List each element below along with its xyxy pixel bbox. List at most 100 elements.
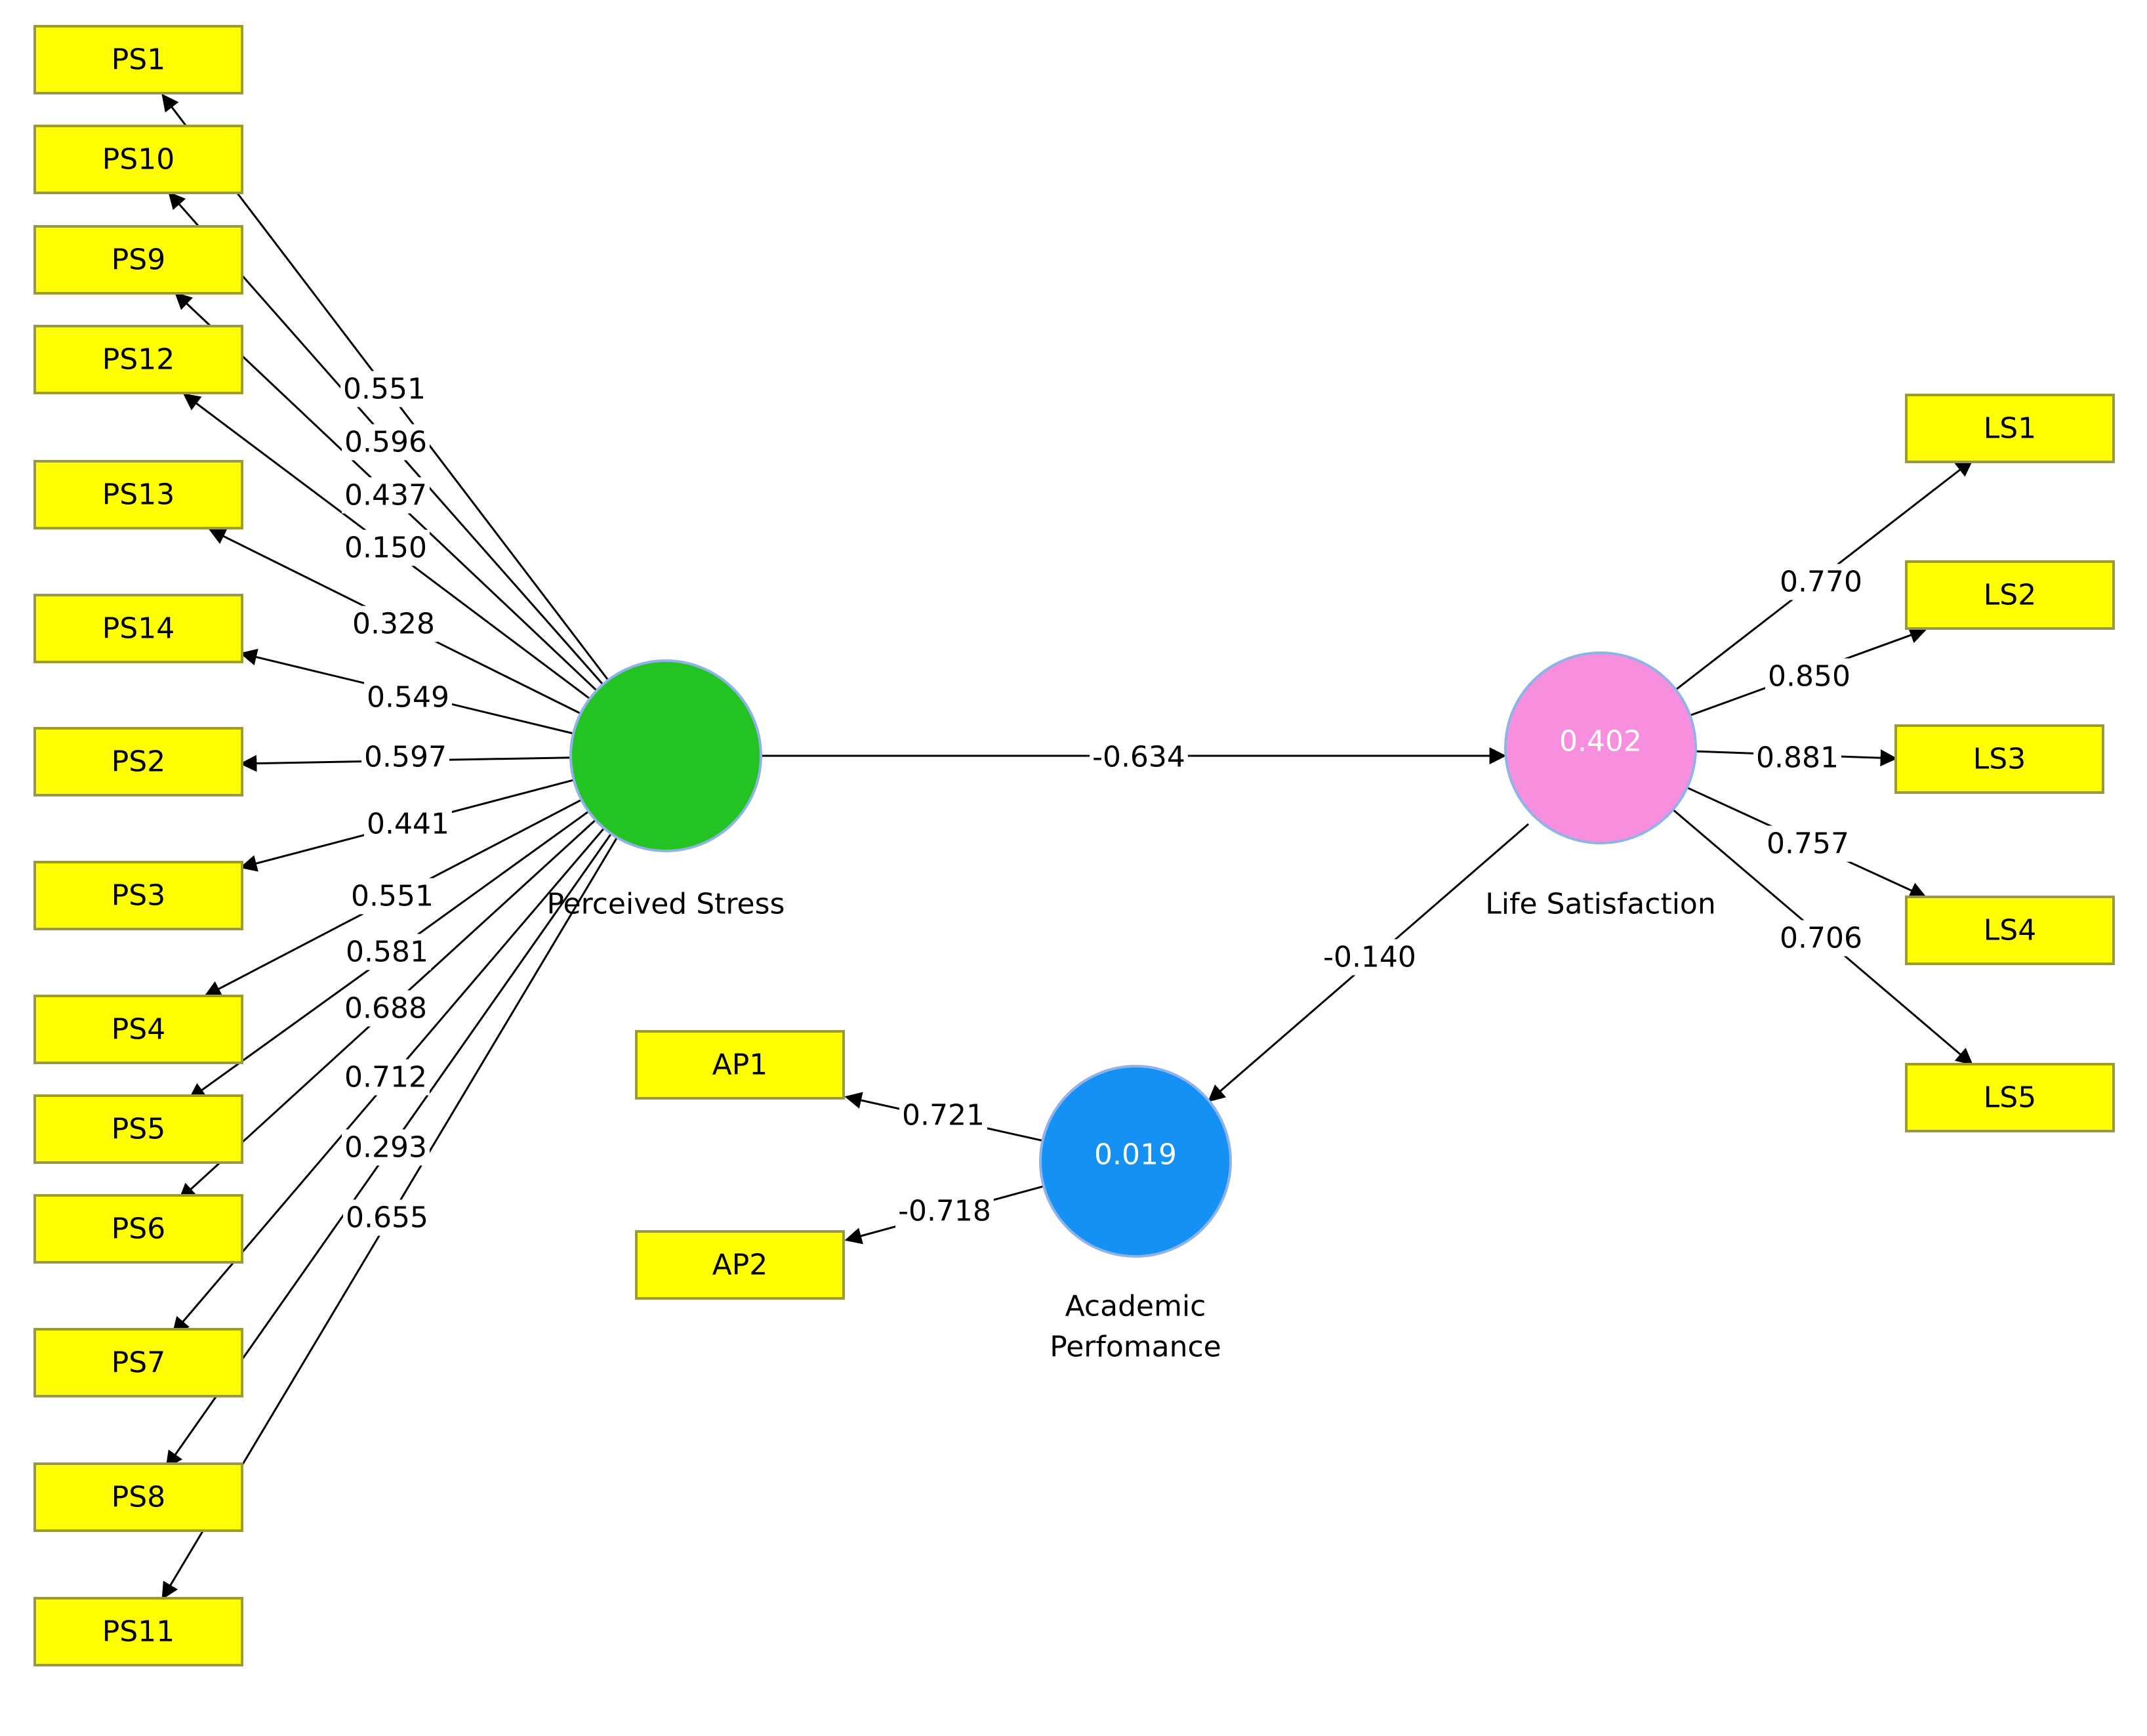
- indicator-label: PS7: [112, 1346, 165, 1380]
- indicator-ls5[interactable]: LS5: [1905, 1063, 2115, 1132]
- latent-name-line: Life Satisfaction: [1485, 888, 1716, 921]
- indicator-ls2[interactable]: LS2: [1905, 560, 2115, 630]
- indicator-ps9[interactable]: PS9: [33, 225, 243, 295]
- loading-label-ps3: 0.441: [367, 808, 449, 841]
- indicator-ps6[interactable]: PS6: [33, 1194, 243, 1264]
- indicator-label: AP1: [712, 1048, 768, 1082]
- indicator-label: PS2: [112, 745, 165, 779]
- indicator-label: PS13: [102, 478, 174, 512]
- label-backdrop: [1753, 739, 1841, 776]
- label-backdrop: [343, 934, 431, 970]
- indicator-ps5[interactable]: PS5: [33, 1094, 243, 1164]
- label-backdrop: [342, 477, 430, 514]
- edges-layer: [161, 93, 1974, 1600]
- latent-name-line: Academic: [1065, 1290, 1206, 1323]
- indicator-box: [33, 1462, 243, 1532]
- indicator-box: [1905, 560, 2115, 630]
- indicator-ps13[interactable]: PS13: [33, 460, 243, 529]
- latent-circle: [1504, 651, 1697, 844]
- latent-name-line: Perfomance: [1050, 1331, 1221, 1364]
- label-backdrop: [364, 806, 452, 842]
- latent-variable-ps[interactable]: Perceived Stress: [547, 659, 785, 921]
- labels-layer: 0.551 0.596 0.437 0.150 0.328 0.549 0.597 0.441…: [340, 371, 1865, 1236]
- indicator-ps8[interactable]: PS8: [33, 1462, 243, 1532]
- indicator-box: [1905, 1063, 2115, 1132]
- indicator-ap1[interactable]: AP1: [635, 1030, 845, 1100]
- indicator-box: [33, 1194, 243, 1264]
- latent-circle: [1039, 1065, 1232, 1258]
- label-backdrop: [342, 424, 430, 461]
- indicator-label: PS10: [102, 143, 174, 176]
- r-squared-value: 0.402: [1559, 725, 1642, 758]
- path-coefficient-ps-ls: -0.634: [1092, 741, 1185, 774]
- indicator-label: PS3: [112, 879, 165, 913]
- label-backdrop: [1320, 939, 1419, 976]
- loading-label-ls4: 0.757: [1767, 827, 1849, 861]
- loading-label-ps13: 0.328: [352, 608, 435, 641]
- indicator-label: PS14: [102, 612, 174, 646]
- indicator-label: PS9: [112, 243, 165, 277]
- indicator-box: [33, 225, 243, 295]
- indicator-ap2[interactable]: AP2: [635, 1230, 845, 1300]
- loading-label-ps12: 0.150: [344, 531, 427, 565]
- indicator-label: PS11: [102, 1615, 174, 1649]
- indicator-ls4[interactable]: LS4: [1905, 896, 2115, 965]
- indicator-label: LS2: [1984, 579, 2036, 612]
- loading-label-ps9: 0.437: [344, 479, 427, 512]
- indicator-label: PS4: [112, 1013, 165, 1046]
- label-backdrop: [364, 679, 452, 716]
- label-backdrop: [342, 529, 430, 566]
- loading-label-ps10: 0.596: [344, 426, 427, 459]
- loading-label-ap1: 0.721: [902, 1099, 985, 1132]
- label-backdrop: [361, 739, 449, 775]
- indicator-ps11[interactable]: PS11: [33, 1597, 243, 1666]
- indicator-label: PS6: [112, 1212, 165, 1246]
- label-backdrop: [899, 1097, 987, 1134]
- loading-label-ps5: 0.581: [346, 936, 428, 969]
- indicator-label: PS5: [112, 1113, 165, 1146]
- indicator-box: [33, 861, 243, 930]
- label-backdrop: [342, 1129, 430, 1166]
- latent-circle: [569, 659, 762, 852]
- indicator-ps3[interactable]: PS3: [33, 861, 243, 930]
- indicator-label: LS5: [1984, 1081, 2036, 1115]
- nodes-layer: PS1PS10PS9PS12PS13PS14PS2PS3PS4PS5PS6PS7…: [33, 25, 2115, 1666]
- indicator-label: LS1: [1984, 412, 2036, 445]
- indicator-ls1[interactable]: LS1: [1905, 394, 2115, 463]
- label-backdrop: [1090, 739, 1188, 775]
- loading-label-ap2: -0.718: [898, 1195, 991, 1228]
- indicator-box: [1905, 896, 2115, 965]
- label-backdrop: [1764, 825, 1852, 862]
- path-coefficient-ls-ap: -0.140: [1323, 941, 1416, 974]
- loading-label-ls2: 0.850: [1768, 660, 1851, 693]
- indicator-label: AP2: [712, 1249, 768, 1282]
- label-backdrop: [342, 990, 430, 1027]
- indicator-ps2[interactable]: PS2: [33, 727, 243, 796]
- indicator-label: PS1: [112, 43, 165, 77]
- indicator-ps12[interactable]: PS12: [33, 325, 243, 394]
- label-backdrop: [340, 371, 428, 407]
- indicator-label: PS12: [102, 343, 174, 377]
- indicator-ps1[interactable]: PS1: [33, 25, 243, 94]
- loading-label-ps11: 0.655: [346, 1201, 428, 1235]
- indicator-ps14[interactable]: PS14: [33, 594, 243, 663]
- indicator-box: [33, 325, 243, 394]
- indicator-ps4[interactable]: PS4: [33, 995, 243, 1064]
- indicator-ps7[interactable]: PS7: [33, 1328, 243, 1397]
- loading-label-ls5: 0.706: [1780, 922, 1862, 955]
- label-backdrop: [1777, 564, 1865, 600]
- label-backdrop: [1765, 658, 1853, 695]
- loading-label-ps4: 0.551: [351, 880, 434, 913]
- indicator-box: [635, 1230, 845, 1300]
- indicator-ls3[interactable]: LS3: [1894, 724, 2104, 794]
- loading-label-ls1: 0.770: [1780, 566, 1862, 599]
- loading-label-ls3: 0.881: [1756, 741, 1839, 775]
- loading-label-ps2: 0.597: [364, 741, 447, 774]
- indicator-box: [635, 1030, 845, 1100]
- loading-label-ps14: 0.549: [367, 681, 449, 714]
- indicator-ps10[interactable]: PS10: [33, 125, 243, 194]
- indicator-box: [33, 1094, 243, 1164]
